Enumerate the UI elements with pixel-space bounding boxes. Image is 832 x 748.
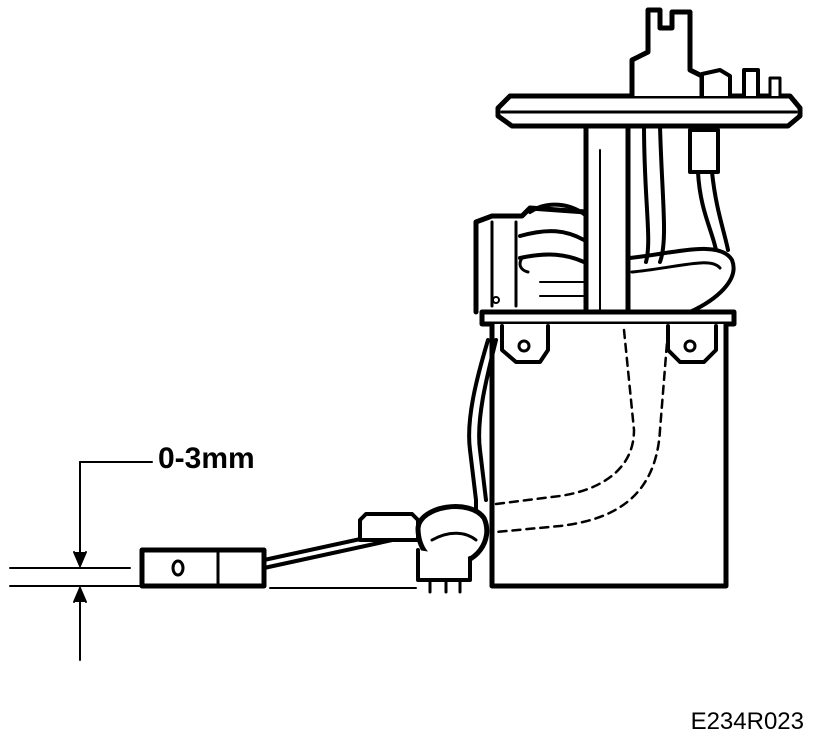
- top-connector: [629, 7, 782, 99]
- vertical-tube: [583, 123, 631, 315]
- dimension-lines: [9, 461, 417, 661]
- float: [139, 547, 267, 589]
- pump-housing: [473, 202, 589, 315]
- level-sensor-pivot: [358, 504, 490, 594]
- dimension-label: 0-3mm: [158, 442, 255, 475]
- mounting-flange: [495, 93, 803, 129]
- figure-code: E234R023: [690, 708, 804, 735]
- reservoir-bucket: [479, 309, 737, 589]
- fuel-lines: [628, 124, 736, 314]
